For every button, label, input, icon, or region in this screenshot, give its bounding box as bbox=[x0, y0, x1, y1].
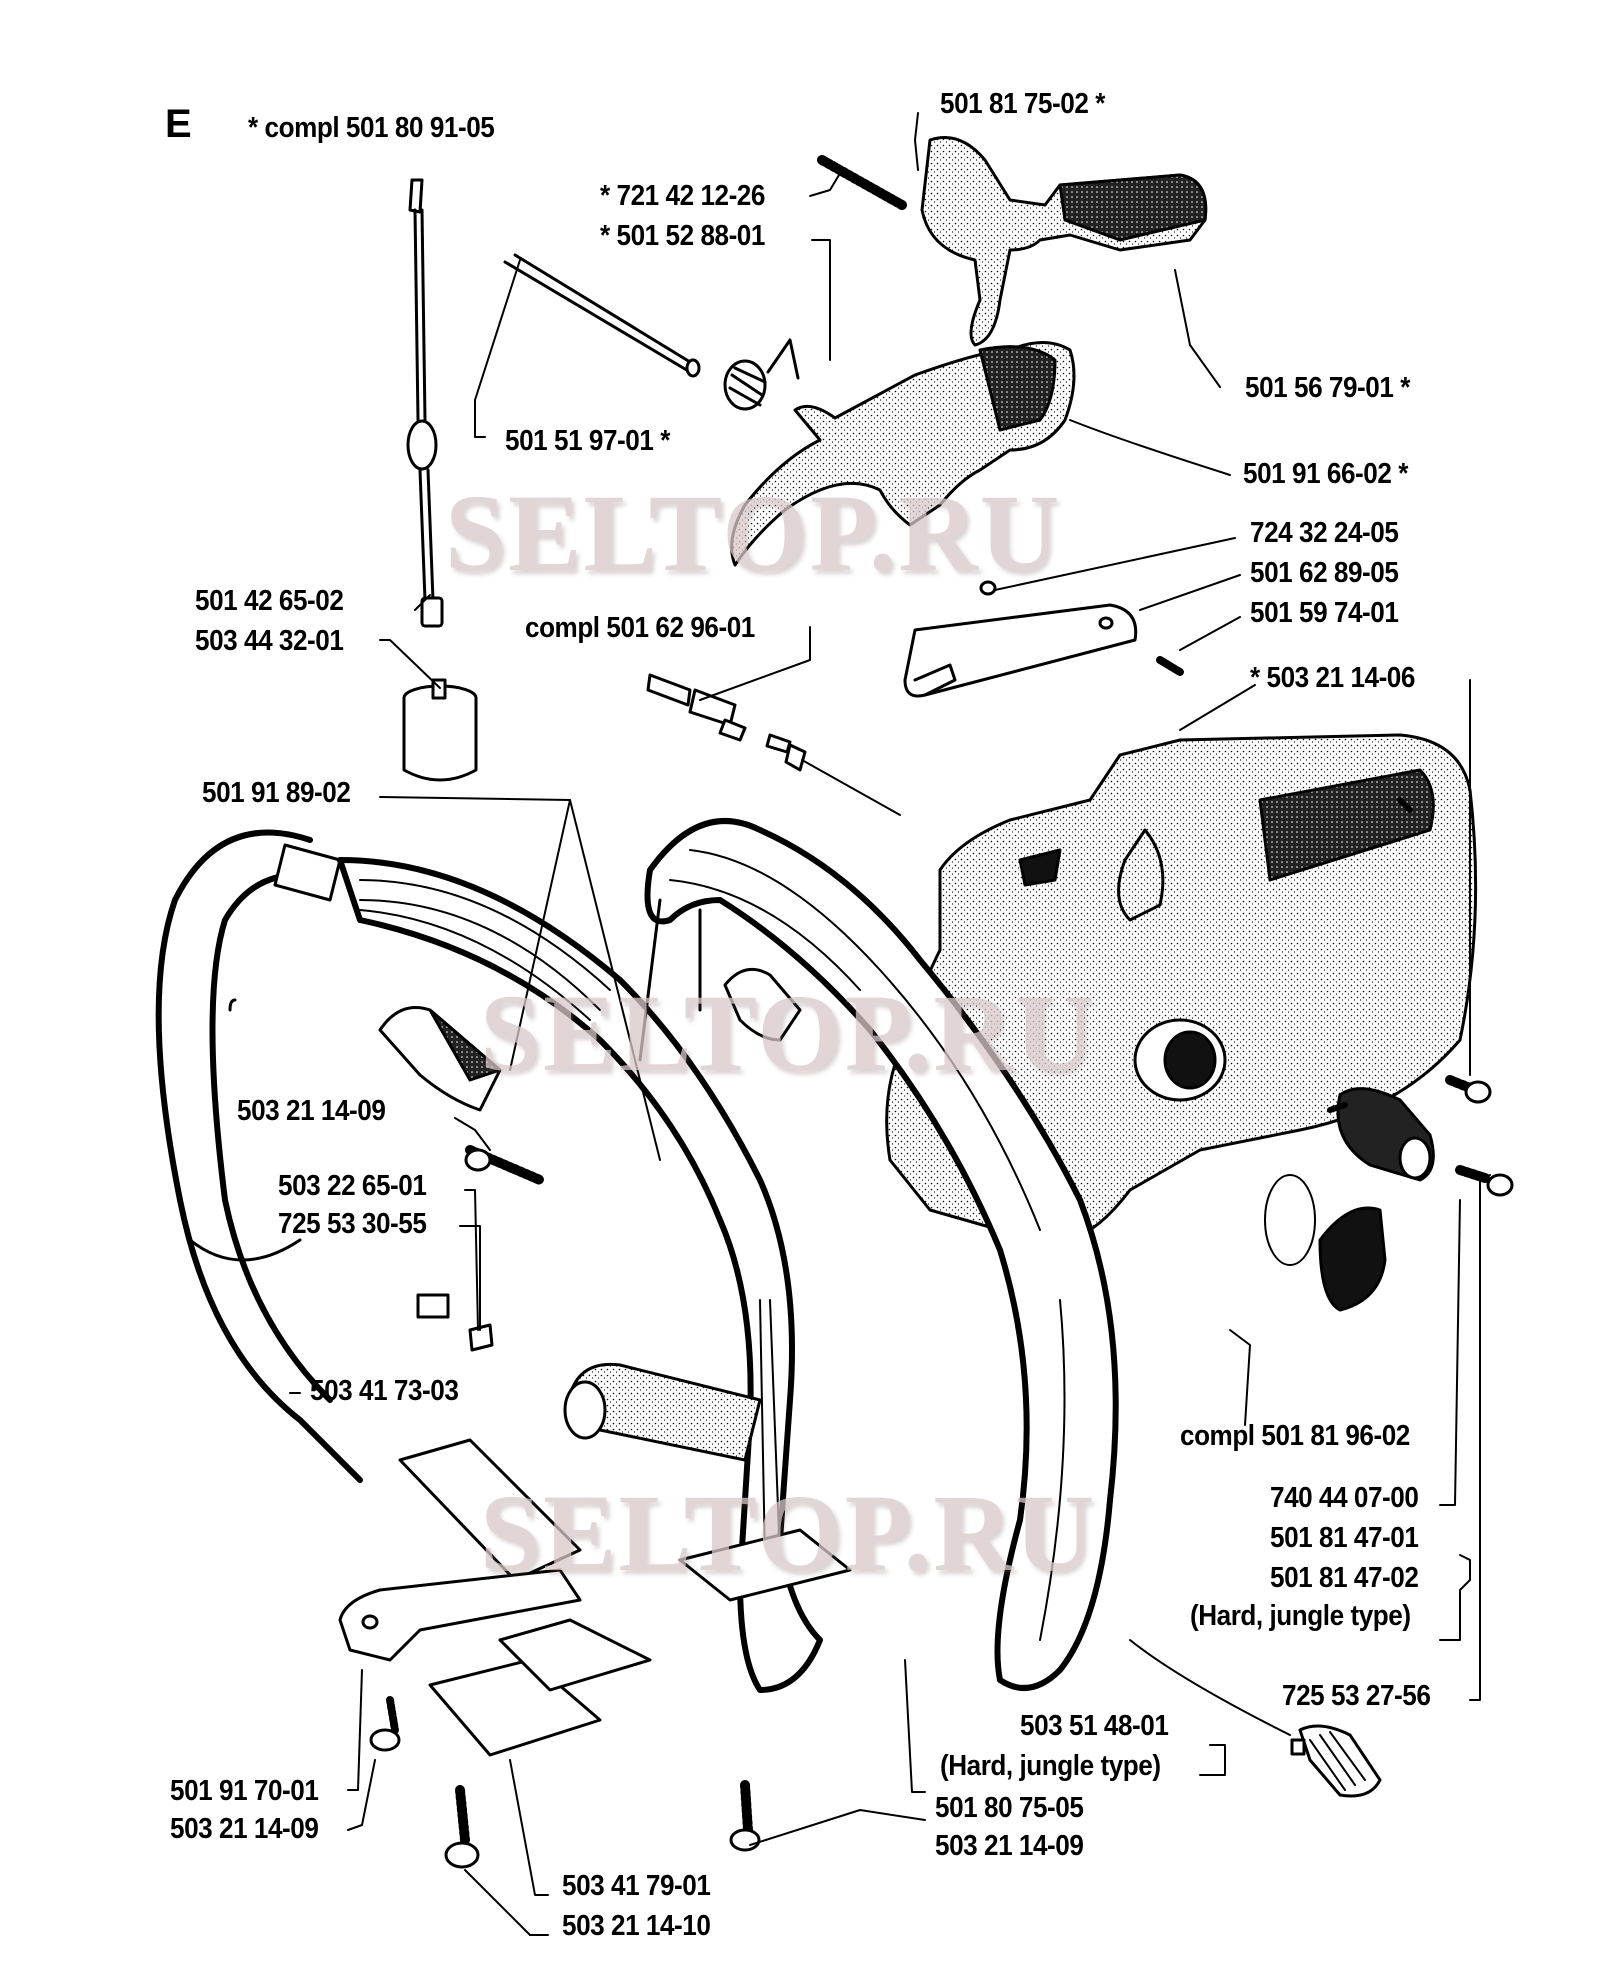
part-label[interactable]: 503 41 79-01 bbox=[562, 1870, 711, 1902]
plate-part bbox=[903, 580, 1184, 698]
part-label[interactable]: 503 21 14-09 bbox=[170, 1813, 319, 1845]
part-label[interactable]: 501 56 79-01 * bbox=[1245, 372, 1410, 404]
part-label[interactable]: 501 59 74-01 bbox=[1250, 597, 1399, 629]
part-label[interactable]: 501 91 89-02 bbox=[202, 777, 351, 809]
rear-handle-bar-part bbox=[638, 818, 1119, 1691]
part-label[interactable]: 503 21 14-09 bbox=[237, 1095, 386, 1127]
front-handle-part bbox=[155, 829, 823, 1693]
torsion-spring-part bbox=[723, 338, 800, 411]
part-label[interactable]: 501 51 97-01 * bbox=[505, 425, 670, 457]
part-label[interactable]: 501 80 75-05 bbox=[935, 1792, 1084, 1824]
part-label[interactable]: 503 21 14-09 bbox=[935, 1830, 1084, 1862]
choke-rod-part bbox=[406, 178, 444, 628]
part-label[interactable]: 725 53 30-55 bbox=[278, 1208, 427, 1240]
part-label[interactable]: * 501 52 88-01 bbox=[600, 220, 765, 252]
part-label[interactable]: 501 81 75-02 * bbox=[940, 88, 1105, 120]
note-label: (Hard, jungle type) bbox=[940, 1750, 1161, 1782]
screw-parts bbox=[369, 1075, 1514, 1869]
throttle-lockout-part bbox=[920, 136, 1208, 347]
cap-part bbox=[402, 678, 478, 782]
part-label[interactable]: 501 91 70-01 bbox=[170, 1775, 319, 1807]
part-label[interactable]: * 721 42 12-26 bbox=[600, 180, 765, 212]
part-label[interactable]: * 503 21 14-06 bbox=[1250, 662, 1415, 694]
part-label[interactable]: 501 81 47-01 bbox=[1270, 1522, 1419, 1554]
section-letter: E bbox=[165, 102, 192, 146]
part-label[interactable]: * compl 501 80 91-05 bbox=[248, 112, 495, 144]
damper-part bbox=[1264, 1087, 1435, 1798]
part-label[interactable]: 501 62 89-05 bbox=[1250, 557, 1399, 589]
part-label[interactable]: compl 501 81 96-02 bbox=[1180, 1420, 1410, 1452]
part-label[interactable]: 503 22 65-01 bbox=[278, 1170, 427, 1202]
pin-part bbox=[503, 253, 701, 378]
part-label[interactable]: 740 44 07-00 bbox=[1270, 1482, 1419, 1514]
spring-part bbox=[817, 155, 907, 210]
part-label[interactable]: compl 501 62 96-01 bbox=[525, 612, 755, 644]
part-label[interactable]: 501 42 65-02 bbox=[195, 585, 344, 617]
part-label[interactable]: 503 51 48-01 bbox=[1020, 1710, 1169, 1742]
throttle-trigger-part bbox=[730, 341, 1076, 567]
part-label[interactable]: 501 81 47-02 bbox=[1270, 1562, 1419, 1594]
bracket-part bbox=[338, 1438, 852, 1757]
part-label[interactable]: 503 21 14-10 bbox=[562, 1910, 711, 1942]
part-label[interactable]: 724 32 24-05 bbox=[1250, 517, 1399, 549]
leader-lines bbox=[289, 112, 1491, 1936]
part-label[interactable]: 503 41 73-03 bbox=[310, 1375, 459, 1407]
part-label[interactable]: 501 91 66-02 * bbox=[1243, 458, 1408, 490]
part-label[interactable]: 503 44 32-01 bbox=[195, 625, 344, 657]
throttle-rod-part bbox=[646, 673, 901, 816]
part-label[interactable]: 725 53 27-56 bbox=[1282, 1680, 1431, 1712]
sleeve-part bbox=[378, 967, 802, 1462]
note-label: (Hard, jungle type) bbox=[1190, 1600, 1411, 1632]
